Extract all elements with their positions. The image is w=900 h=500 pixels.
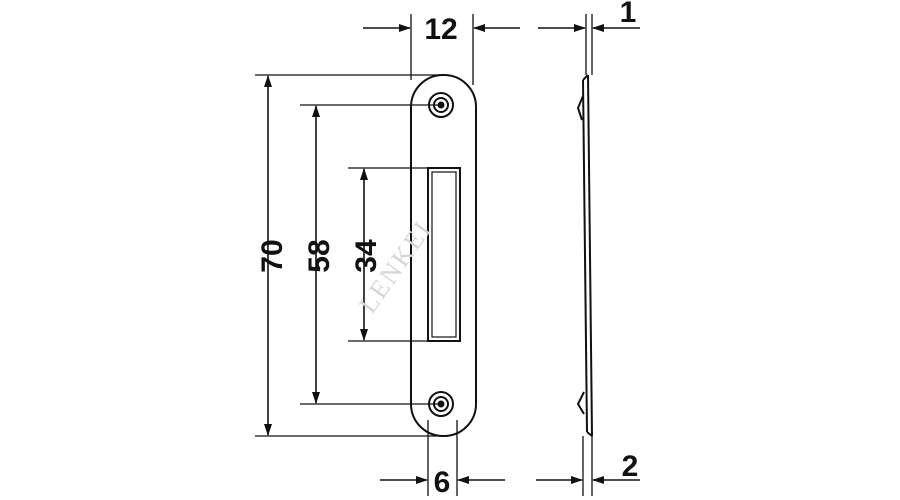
striking-plate-side-view <box>576 74 593 437</box>
label-slot-height: 34 <box>350 239 383 273</box>
label-width-top: 12 <box>424 13 457 46</box>
latch-slot-inner <box>431 171 457 338</box>
label-bottom-offset: 2 <box>622 450 639 483</box>
label-hole-spacing: 58 <box>303 239 336 272</box>
label-thickness-top: 1 <box>620 0 637 29</box>
extension-lines <box>255 14 593 496</box>
label-bottom-width: 6 <box>434 466 451 499</box>
dimension-lines <box>264 24 640 484</box>
label-height-overall: 70 <box>256 239 289 272</box>
latch-slot <box>427 167 461 342</box>
